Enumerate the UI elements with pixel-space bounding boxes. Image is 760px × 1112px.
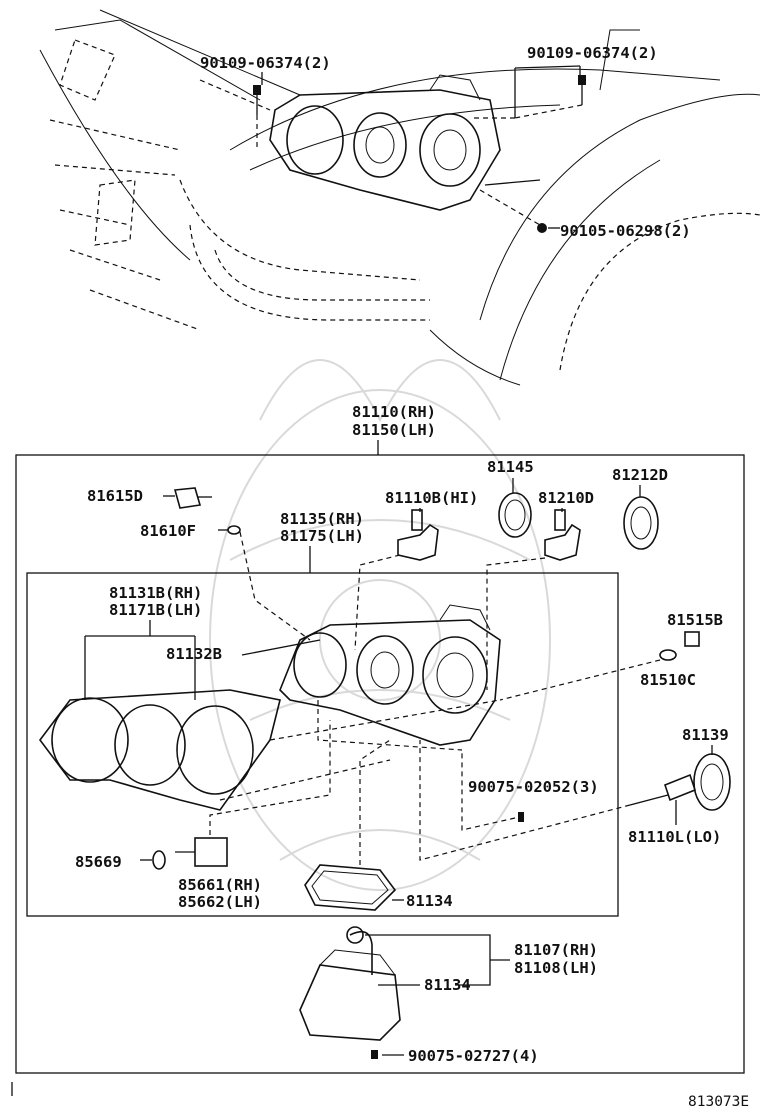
bolt-icon <box>537 223 547 233</box>
bolt-label-upper-right: 90109-06374(2) <box>527 44 658 62</box>
label-81610f: 81610F <box>140 522 196 540</box>
bolt-label-upper-left: 90109-06374(2) <box>200 54 331 72</box>
label-81134-gasket: 81134 <box>406 892 453 910</box>
label-85661: 85661(RH) <box>178 876 262 894</box>
vehicle-front-illustration <box>39 9 760 386</box>
high-beam-bulb <box>397 509 439 561</box>
low-beam-socket-cover <box>693 753 731 811</box>
label-85669: 85669 <box>75 853 122 871</box>
label-81615d: 81615D <box>87 487 143 505</box>
headlamp-lens <box>39 689 281 811</box>
assembly-frame <box>15 454 745 1074</box>
hid-ballast <box>299 926 401 1041</box>
position-lamp-socket <box>684 631 700 647</box>
label-81145: 81145 <box>487 458 534 476</box>
fog-bulb <box>544 509 581 561</box>
diagram-code: 813073E <box>688 1094 749 1110</box>
gasket <box>304 864 397 911</box>
assembly-label-rh: 81110(RH) <box>352 403 436 421</box>
hid-bulb <box>175 837 228 867</box>
o-ring <box>152 850 166 870</box>
label-81131b: 81131B(RH) <box>109 584 202 602</box>
position-lamp-bulb <box>659 649 677 661</box>
low-beam-bulb <box>629 773 696 806</box>
watermark-emblem <box>209 359 551 891</box>
dust-cover-ring <box>623 496 659 550</box>
label-81135: 81135(RH) <box>280 510 364 528</box>
label-81134-ballast: 81134 <box>424 976 471 994</box>
screw-icon <box>371 1050 378 1059</box>
label-85662: 85662(LH) <box>178 893 262 911</box>
label-81108: 81108(LH) <box>514 959 598 977</box>
label-81171b: 81171B(LH) <box>109 601 202 619</box>
headlamp-housing <box>279 604 501 746</box>
label-81175: 81175(LH) <box>280 527 364 545</box>
screw-icon <box>518 812 524 822</box>
assembly-label-lh: 81150(LH) <box>352 421 436 439</box>
label-81212d: 81212D <box>612 466 668 484</box>
small-bulb <box>227 525 241 535</box>
label-90075-02727: 90075-02727(4) <box>408 1047 539 1065</box>
label-81110b-hi: 81110B(HI) <box>385 489 478 507</box>
label-81139: 81139 <box>682 726 729 744</box>
side-marker-bulb-socket <box>173 487 212 509</box>
upper-headlamp-housing <box>269 74 501 211</box>
bulb-socket-cover-ring <box>498 492 532 538</box>
label-81515b: 81515B <box>667 611 723 629</box>
label-81107: 81107(RH) <box>514 941 598 959</box>
bolt-icon <box>578 75 586 105</box>
bolt-icon <box>253 85 261 115</box>
label-81210d: 81210D <box>538 489 594 507</box>
label-90075-02052: 90075-02052(3) <box>468 778 599 796</box>
label-81510c: 81510C <box>640 671 696 689</box>
bolt-label-lower-right: 90105-06298(2) <box>560 222 691 240</box>
headlamp-unit-frame <box>26 572 619 917</box>
label-81132b: 81132B <box>166 645 222 663</box>
label-81110l-lo: 81110L(LO) <box>628 828 721 846</box>
